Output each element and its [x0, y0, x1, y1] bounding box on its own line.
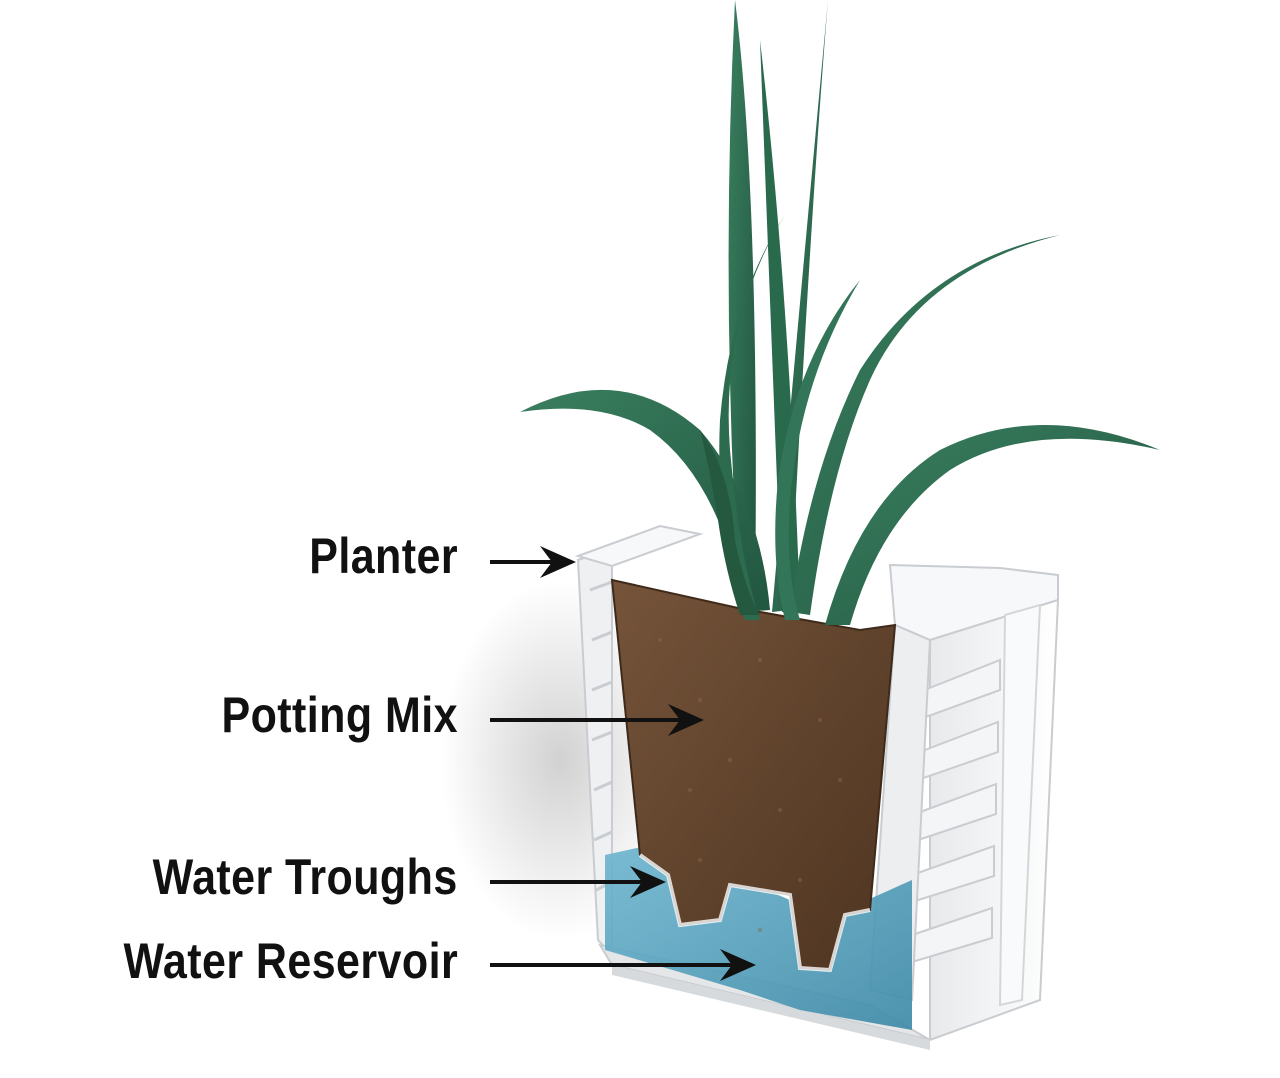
planter-label: Planter — [309, 528, 458, 584]
water-troughs-label: Water Troughs — [152, 849, 458, 905]
shadow — [440, 580, 680, 940]
water-troughs — [638, 853, 871, 973]
water-reservoir-label: Water Reservoir — [123, 933, 458, 989]
potting-mix-label: Potting Mix — [221, 687, 458, 743]
plant — [520, 0, 1160, 625]
